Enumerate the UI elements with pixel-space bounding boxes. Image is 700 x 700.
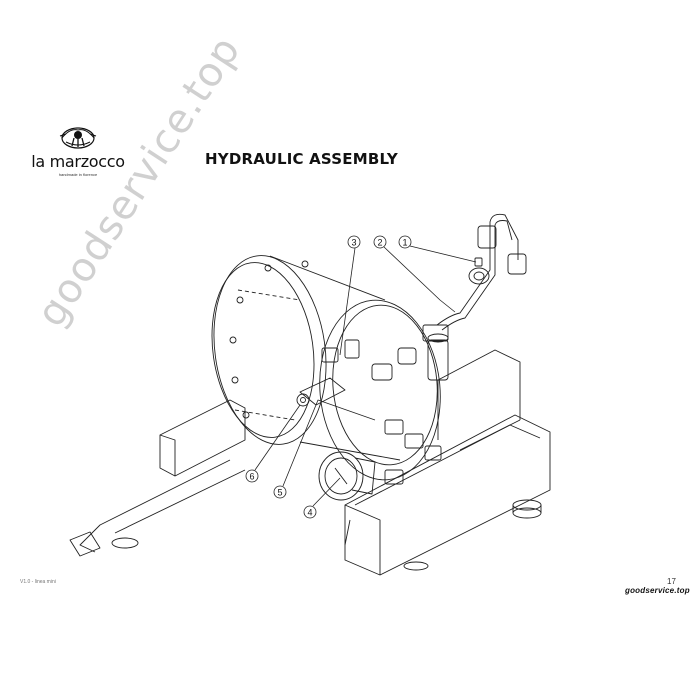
callout-1: 1 (402, 238, 407, 248)
page-title: HYDRAULIC ASSEMBLY (205, 150, 398, 168)
left-bracket (69, 399, 246, 557)
pressure-switch (422, 324, 449, 381)
base-frame (344, 349, 551, 576)
brand-tagline: handmade in florence (58, 172, 98, 177)
feet (111, 499, 542, 571)
hose-fittings (468, 225, 527, 285)
callout-leaders (245, 235, 477, 519)
callout-5: 5 (277, 488, 282, 498)
pipe (436, 213, 519, 331)
callout-6: 6 (249, 472, 254, 482)
callout-2: 2 (377, 238, 382, 248)
lion-emblem-icon (59, 127, 97, 149)
boiler-drum (211, 255, 441, 481)
fittings (296, 339, 442, 485)
brand-logo: la marzocco handmade in florence (28, 124, 128, 177)
callout-3: 3 (351, 238, 356, 248)
brand-name: la marzocco (31, 152, 125, 171)
version-label: V1.0 - linea mini (20, 579, 56, 585)
face-bolts (229, 260, 309, 419)
callout-4: 4 (307, 508, 312, 518)
page-number: 17 (667, 577, 676, 586)
pressure-gauge (318, 451, 376, 501)
watermark-small: goodservice.top (625, 586, 690, 595)
